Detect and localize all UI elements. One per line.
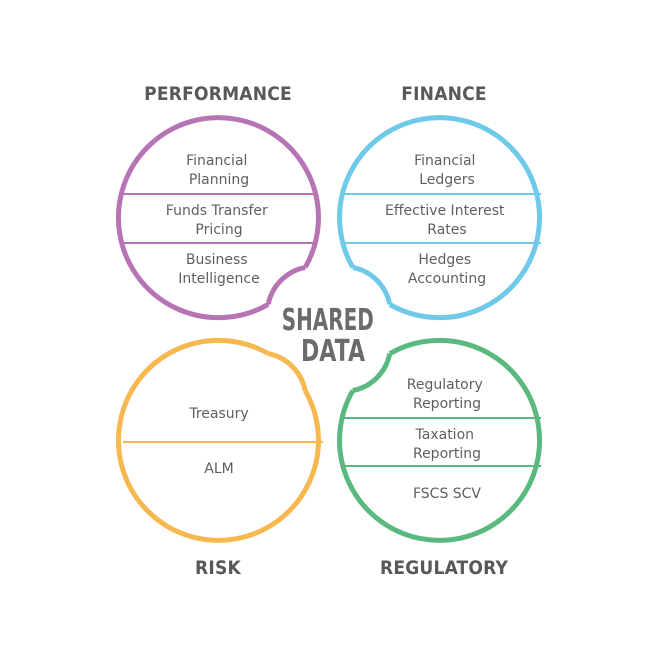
finance-ring [337,115,542,321]
performance-title: PERFORMANCE [144,83,292,105]
regulatory-item-2: Taxation Reporting [413,427,481,462]
performance-circle: Financial Planning Funds Transfer Pricin… [116,115,321,321]
performance-item-1: Financial Planning [186,153,252,188]
finance-title: FINANCE [401,83,487,105]
risk-title: RISK [195,557,241,579]
finance-item-2: Effective Interest Rates [385,203,509,238]
finance-item-1: Financial Ledgers [414,153,480,188]
shared-data-line-1: SHARED [282,303,374,338]
risk-item-2: ALM [204,461,233,477]
performance-item-2: Funds Transfer Pricing [166,203,272,238]
risk-ring [116,337,321,543]
performance-ring [116,115,321,321]
performance-center-arc [265,264,306,305]
risk-item-1: Treasury [188,406,248,422]
risk-circle: Treasury ALM [116,337,323,543]
shared-data-label: SHARED DATA [282,303,384,369]
finance-center-arc [352,264,393,305]
shared-data-line-2: DATA [301,334,366,369]
regulatory-center-arc [352,353,393,394]
regulatory-item-3: FSCS SCV [413,486,481,502]
regulatory-ring [337,337,542,543]
performance-item-3: Business Intelligence [178,252,259,287]
finance-item-3: Hedges Accounting [408,252,486,287]
regulatory-circle: Regulatory Reporting Taxation Reporting … [337,337,542,543]
risk-center-arc [267,351,308,392]
regulatory-item-1: Regulatory Reporting [407,377,488,412]
finance-circle: Financial Ledgers Effective Interest Rat… [337,115,542,321]
regulatory-title: REGULATORY [380,557,509,579]
